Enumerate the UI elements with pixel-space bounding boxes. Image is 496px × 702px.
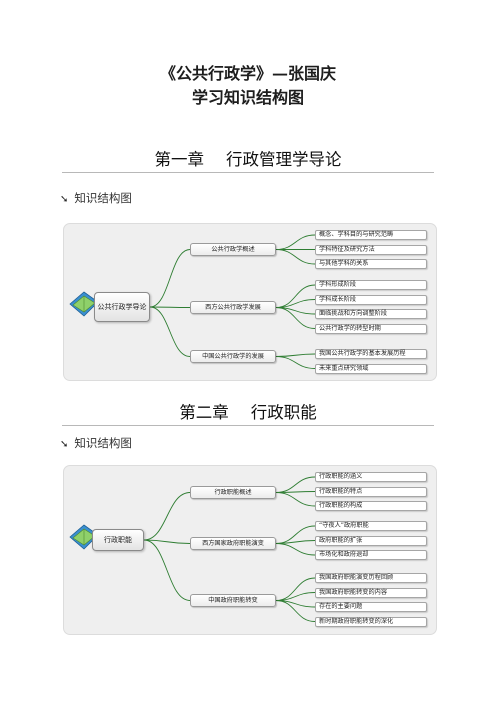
- chapter-2-bullet: ➘ 知识结构图: [60, 435, 132, 451]
- chapter-1-bullet-text: 知识结构图: [74, 191, 132, 205]
- mindmap-branch-2: 西方国家政府职能演变: [190, 537, 276, 550]
- mindmap-leaf-3-2-label: 我国政府职能转变的内容: [319, 588, 388, 596]
- book-icon: [69, 524, 99, 550]
- mindmap-leaf-1-3-label: 与其他学科的关系: [319, 260, 369, 268]
- mindmap-leaf-2-1: 学科形成阶段: [315, 280, 427, 290]
- mindmap-root-node: 公共行政学导论: [94, 292, 150, 322]
- mindmap-branch-2: 西方公共行政学发展: [190, 301, 276, 314]
- chapter-1-bullet: ➘ 知识结构图: [60, 190, 132, 206]
- mindmap-leaf-2-2-label: 学科成长阶段: [319, 295, 357, 303]
- mindmap-leaf-1-3: 行政职能的构成: [315, 501, 427, 511]
- arrow-bullet-icon: ➘: [60, 194, 69, 205]
- connector-branch-1-leaf-3: [275, 492, 316, 507]
- mindmap-branch-3-label: 中国政府职能转变: [208, 596, 258, 604]
- connector-branch-2-leaf-3: [275, 543, 316, 556]
- connector-branch-1-leaf-1: [275, 476, 316, 493]
- mindmap-leaf-3-1-label: 我国公共行政学的基本发展历程: [319, 350, 406, 358]
- mindmap-leaf-2-3-label: 面临挑战和方向调整阶段: [319, 310, 388, 318]
- mindmap-leaf-3-1-label: 我国政府职能演变历程回顾: [319, 574, 394, 582]
- chapter-2-bullet-text: 知识结构图: [74, 436, 132, 450]
- mindmap-leaf-3-3-label: 存在的主要问题: [319, 603, 363, 611]
- mindmap-branch-1: 行政职能概述: [190, 486, 276, 499]
- connector-branch-3-leaf-1: [275, 353, 316, 357]
- connector-branch-2-leaf-4: [275, 307, 316, 329]
- mindmap-leaf-1-2-label: 行政职能的特点: [319, 487, 363, 495]
- chapter-1-name: 行政管理学导论: [226, 150, 342, 169]
- chapter-2-name: 行政职能: [250, 403, 317, 422]
- mindmap-connectors: [69, 476, 316, 622]
- mindmap-leaf-2-3-label: 市场化和政府退却: [319, 551, 369, 559]
- connector-root-branch-2: [149, 306, 191, 308]
- chapter-2-number: 第二章: [179, 403, 229, 422]
- mindmap-leaf-1-3-label: 行政职能的构成: [319, 502, 363, 510]
- mindmap-branch-3: 中国政府职能转变: [190, 594, 276, 607]
- mindmap-leaf-3-4: 新时期政府职能转变的深化: [315, 616, 427, 627]
- connector-branch-3-leaf-1: [275, 577, 316, 601]
- mindmap-branch-1: 公共行政学概述: [190, 243, 276, 256]
- document-title: 《公共行政学》—张国庆: [159, 64, 336, 83]
- mindmap-branch-3-label: 中国公共行政学的发展: [202, 352, 264, 360]
- mindmap-leaf-1-2: 学科特征及研究方法: [315, 244, 427, 255]
- mindmap-connectors: [69, 234, 316, 369]
- mindmap-leaf-1-1-label: 概念、学科目的与研究范畴: [319, 231, 394, 239]
- mindmap-leaf-3-2: 我国政府职能转变的内容: [315, 587, 427, 598]
- mindmap-leaf-3-4-label: 新时期政府职能转变的深化: [319, 617, 394, 625]
- mindmap-leaf-2-1-label: 学科形成阶段: [319, 281, 357, 289]
- mindmap-leaf-2-2: 政府职能的扩张: [315, 535, 427, 546]
- chapter-1-mindmap: 公共行政学导论 公共行政学概述 概念、学科目的与研究范畴学科特征及研究方法与其他学科…: [63, 223, 437, 381]
- chapter-2-heading: 第二章 行政职能: [0, 399, 496, 423]
- chapter-2-divider: [62, 425, 434, 426]
- connector-branch-2-leaf-2: [275, 540, 316, 544]
- mindmap-branch-2-label: 西方公共行政学发展: [205, 303, 261, 311]
- mindmap-branch-1-label: 公共行政学概述: [211, 245, 255, 253]
- mindmap-branch-2-label: 西方国家政府职能演变: [202, 539, 264, 547]
- mindmap-leaf-2-1: “守夜人”政府职能: [315, 521, 427, 531]
- connector-root-branch-3: [143, 539, 191, 601]
- mindmap-leaf-1-1: 概念、学科目的与研究范畴: [315, 230, 427, 240]
- mindmap-leaf-1-1: 行政职能的涵义: [315, 472, 427, 482]
- chapter-1-number: 第一章: [154, 150, 205, 169]
- mindmap-leaf-2-1-label: “守夜人”政府职能: [319, 522, 369, 530]
- arrow-bullet-icon: ➘: [60, 439, 69, 450]
- mindmap-leaf-3-2: 未来重点研究领域: [315, 363, 427, 374]
- mindmap-leaf-2-4: 公共行政学的转型时期: [315, 323, 427, 334]
- mindmap-leaf-2-2-label: 政府职能的扩张: [319, 536, 363, 544]
- chapter-1-divider: [62, 172, 434, 173]
- mindmap-leaf-2-4-label: 公共行政学的转型时期: [319, 324, 381, 332]
- mindmap-leaf-3-1: 我国政府职能演变历程回顾: [315, 573, 427, 583]
- mindmap-branch-3: 中国公共行政学的发展: [190, 350, 276, 363]
- connector-root-branch-1: [143, 492, 191, 541]
- connector-branch-1-leaf-1: [275, 234, 316, 250]
- mindmap-leaf-1-2: 行政职能的特点: [315, 486, 427, 497]
- chapter-2-mindmap: 行政职能 行政职能概述 行政职能的涵义行政职能的特点行政职能的构成西方国家政府职能演…: [63, 465, 437, 635]
- mindmap-leaf-2-3: 市场化和政府退却: [315, 550, 427, 560]
- mindmap-leaf-1-3: 与其他学科的关系: [315, 259, 427, 269]
- mindmap-leaf-3-3: 存在的主要问题: [315, 602, 427, 612]
- connector-branch-3-leaf-4: [275, 600, 316, 622]
- mindmap-leaf-2-2: 学科成长阶段: [315, 294, 427, 305]
- book-icon: [69, 291, 99, 317]
- mindmap-root-node-label: 公共行政学导论: [97, 302, 147, 311]
- connector-branch-1-leaf-3: [275, 249, 316, 265]
- connector-root-branch-2: [143, 539, 191, 544]
- mindmap-branch-1-label: 行政职能概述: [214, 488, 252, 496]
- mindmap-leaf-3-1: 我国公共行政学的基本发展历程: [315, 349, 427, 359]
- connector-branch-2-leaf-1: [275, 284, 316, 308]
- mindmap-root-node: 行政职能: [92, 529, 144, 551]
- mindmap-leaf-1-1-label: 行政职能的涵义: [319, 473, 363, 481]
- chapter-1-heading: 第一章 行政管理学导论: [0, 146, 496, 170]
- mindmap-root-node-label: 行政职能: [104, 535, 132, 544]
- mindmap-leaf-2-3: 面临挑战和方向调整阶段: [315, 309, 427, 319]
- mindmap-leaf-3-2-label: 未来重点研究领域: [319, 364, 369, 372]
- connector-root-branch-1: [149, 249, 191, 308]
- connector-branch-3-leaf-2: [275, 356, 316, 369]
- mindmap-leaf-1-2-label: 学科特征及研究方法: [319, 245, 375, 253]
- connector-root-branch-3: [149, 306, 191, 357]
- document-subtitle: 学习知识结构图: [191, 88, 304, 107]
